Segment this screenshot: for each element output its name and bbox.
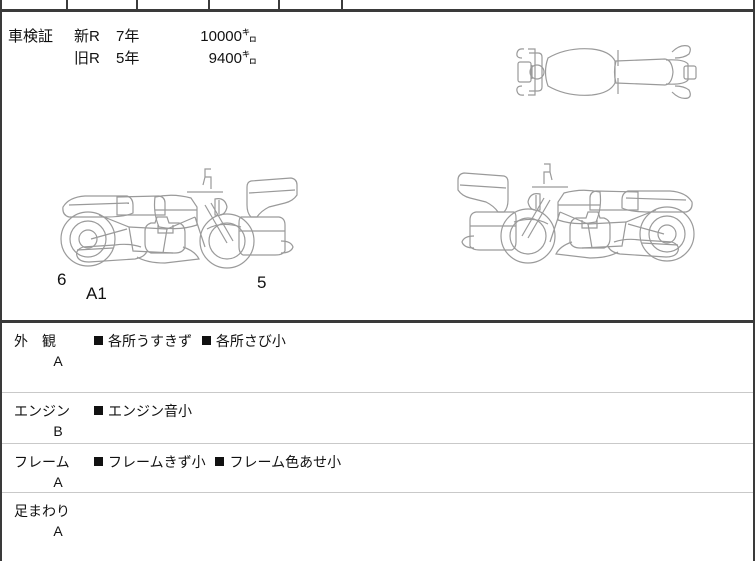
motorcycle-left-side-view-diagram: [55, 155, 305, 280]
inspection-grade: A: [53, 474, 63, 490]
inspection-note-text: フレームきず小: [108, 454, 206, 470]
rule-inspection-3: [2, 492, 753, 493]
registration-distance: 9400: [208, 50, 242, 67]
inspection-category: 外 観 A: [14, 331, 98, 371]
registration-distance: 10000: [200, 28, 242, 45]
inspection-notes: フレームきず小 フレーム色あせ小: [94, 452, 347, 472]
rule-inspection-1: [2, 392, 753, 393]
motorcycle-top-view-diagram: [512, 36, 707, 108]
bullet-square-icon: [94, 457, 103, 466]
rule-above-inspection: [0, 320, 755, 323]
inspection-row-frame: フレーム A フレームきず小 フレーム色あせ小: [2, 444, 753, 492]
header-cell-4: [210, 0, 280, 9]
registration-year: 7年: [116, 28, 140, 45]
inspection-note: 各所さび小: [201, 333, 286, 349]
header-cell-5: [280, 0, 343, 9]
registration-row: 旧R 5年 9400㌔: [8, 48, 257, 70]
bullet-square-icon: [94, 406, 103, 415]
inspection-notes: 各所うすきず 各所さび小: [94, 331, 292, 351]
inspection-category-name: エンジン: [14, 403, 70, 419]
inspection-note: フレームきず小: [94, 454, 206, 470]
inspection-category: エンジン B: [14, 401, 98, 441]
registration-year: 5年: [116, 50, 140, 67]
registration-era: 新R: [74, 28, 100, 45]
inspection-note-text: エンジン音小: [108, 403, 192, 419]
inspection-note: フレーム色あせ小: [215, 454, 341, 470]
diagram-marker-a1: A1: [86, 284, 107, 303]
inspection-category-name: 外 観: [14, 333, 56, 349]
inspection-category-name: フレーム: [14, 454, 70, 470]
header-cell-2: [68, 0, 138, 9]
inspection-notes: エンジン音小: [94, 401, 198, 421]
rule-inspection-2: [2, 443, 753, 444]
registration-era: 旧R: [74, 50, 100, 67]
inspection-row-engine: エンジン B エンジン音小: [2, 393, 753, 443]
registration-row: 車検証 新R 7年 10000㌔: [8, 26, 257, 48]
registration-unit: ㌔: [242, 28, 258, 45]
header-cell-1: [2, 0, 68, 9]
rule-under-header: [0, 9, 755, 12]
registration-label: 車検証: [8, 28, 54, 45]
header-cell-6: [343, 0, 753, 9]
inspection-grade: A: [53, 523, 63, 539]
inspection-category: フレーム A: [14, 452, 98, 492]
sheet-border-right: [753, 0, 755, 561]
sheet-border-left: [0, 0, 2, 561]
inspection-note-text: 各所うすきず: [108, 333, 192, 349]
inspection-category: 足まわり A: [14, 501, 98, 541]
registration-block: 車検証 新R 7年 10000㌔ 旧R 5年 9400㌔: [8, 26, 257, 70]
inspection-row-suspension: 足まわり A: [2, 493, 753, 561]
inspection-row-appearance: 外 観 A 各所うすきず 各所さび小: [2, 323, 753, 392]
header-cell-3: [138, 0, 210, 9]
inspection-note: エンジン音小: [94, 403, 192, 419]
diagram-marker-6: 6: [57, 270, 67, 289]
diagram-marker-5: 5: [257, 273, 267, 292]
inspection-category-name: 足まわり: [14, 503, 70, 519]
inspection-note: 各所うすきず: [94, 333, 192, 349]
bullet-square-icon: [201, 336, 211, 345]
registration-unit: ㌔: [242, 50, 258, 67]
inspection-grade: B: [53, 423, 63, 439]
bullet-square-icon: [94, 336, 103, 345]
inspection-note-text: 各所さび小: [215, 333, 286, 349]
bullet-square-icon: [215, 457, 225, 466]
motorcycle-right-side-view-diagram: [450, 150, 700, 275]
inspection-note-text: フレーム色あせ小: [229, 454, 342, 470]
header-strip: [0, 0, 755, 9]
inspection-grade: A: [53, 353, 63, 369]
